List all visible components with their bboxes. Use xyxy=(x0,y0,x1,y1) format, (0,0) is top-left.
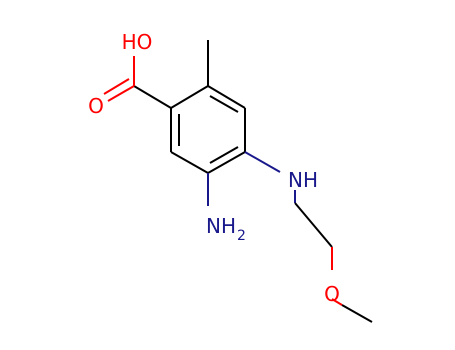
carboxyl-oh-label: HO xyxy=(122,30,153,54)
carbonyl-bond-a xyxy=(107,85,135,102)
ring-bond-4 xyxy=(207,151,246,174)
amino-n-label: NH xyxy=(206,214,236,238)
amine-nh-label: NH xyxy=(288,168,318,192)
ring-bond-5 xyxy=(170,151,209,174)
ring-bond-1 xyxy=(170,85,209,109)
nh-bond xyxy=(244,151,281,173)
ring-bond-4-inner xyxy=(209,146,239,164)
ring-bond-2-inner xyxy=(209,95,239,113)
amino-subscript: 2 xyxy=(237,228,246,244)
carboxyl-bond xyxy=(133,85,172,109)
o-ch3-bond xyxy=(341,304,373,323)
carbonyl-bond-b xyxy=(103,78,130,95)
ch2-ch2-bond xyxy=(294,202,333,248)
ring-bond-2 xyxy=(207,85,246,109)
o-ch3-bond-colored xyxy=(331,298,343,306)
carbonyl-o-label: O xyxy=(88,94,104,118)
ether-o-label: O xyxy=(324,282,340,306)
